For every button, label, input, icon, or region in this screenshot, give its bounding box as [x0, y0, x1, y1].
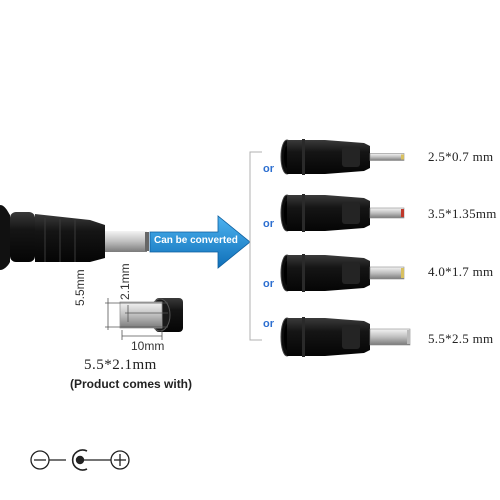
adapter-3 — [280, 254, 405, 292]
or-label-1: or — [263, 163, 274, 175]
dim-length-label: 10mm — [131, 339, 165, 353]
or-label-3: or — [263, 278, 274, 290]
adapter-size-2: 3.5*1.35mm — [428, 206, 497, 221]
or-label-2: or — [263, 218, 274, 230]
adapter-4 — [280, 317, 411, 357]
plug-dimension-diagram — [105, 298, 183, 340]
adapter-2 — [280, 194, 405, 232]
plug-size-label: 5.5*2.1mm — [84, 357, 157, 373]
plug-note: (Product comes with) — [70, 377, 193, 391]
dim-inner-label: 2.1mm — [118, 263, 132, 300]
or-label-4: or — [263, 318, 274, 330]
adapter-bracket — [249, 151, 262, 341]
polarity-symbol — [30, 449, 130, 471]
adapter-size-3: 4.0*1.7 mm — [428, 264, 494, 279]
adapter-size-4: 5.5*2.5 mm — [428, 331, 494, 346]
adapter-size-1: 2.5*0.7 mm — [428, 149, 494, 164]
convert-arrow — [149, 215, 251, 269]
dc-plug — [0, 205, 149, 270]
adapter-1 — [280, 139, 405, 175]
plus-icon — [110, 450, 130, 470]
dim-outer-label: 5.5mm — [73, 269, 87, 306]
arrow-label: Can be converted — [154, 235, 238, 246]
minus-icon — [30, 450, 50, 470]
